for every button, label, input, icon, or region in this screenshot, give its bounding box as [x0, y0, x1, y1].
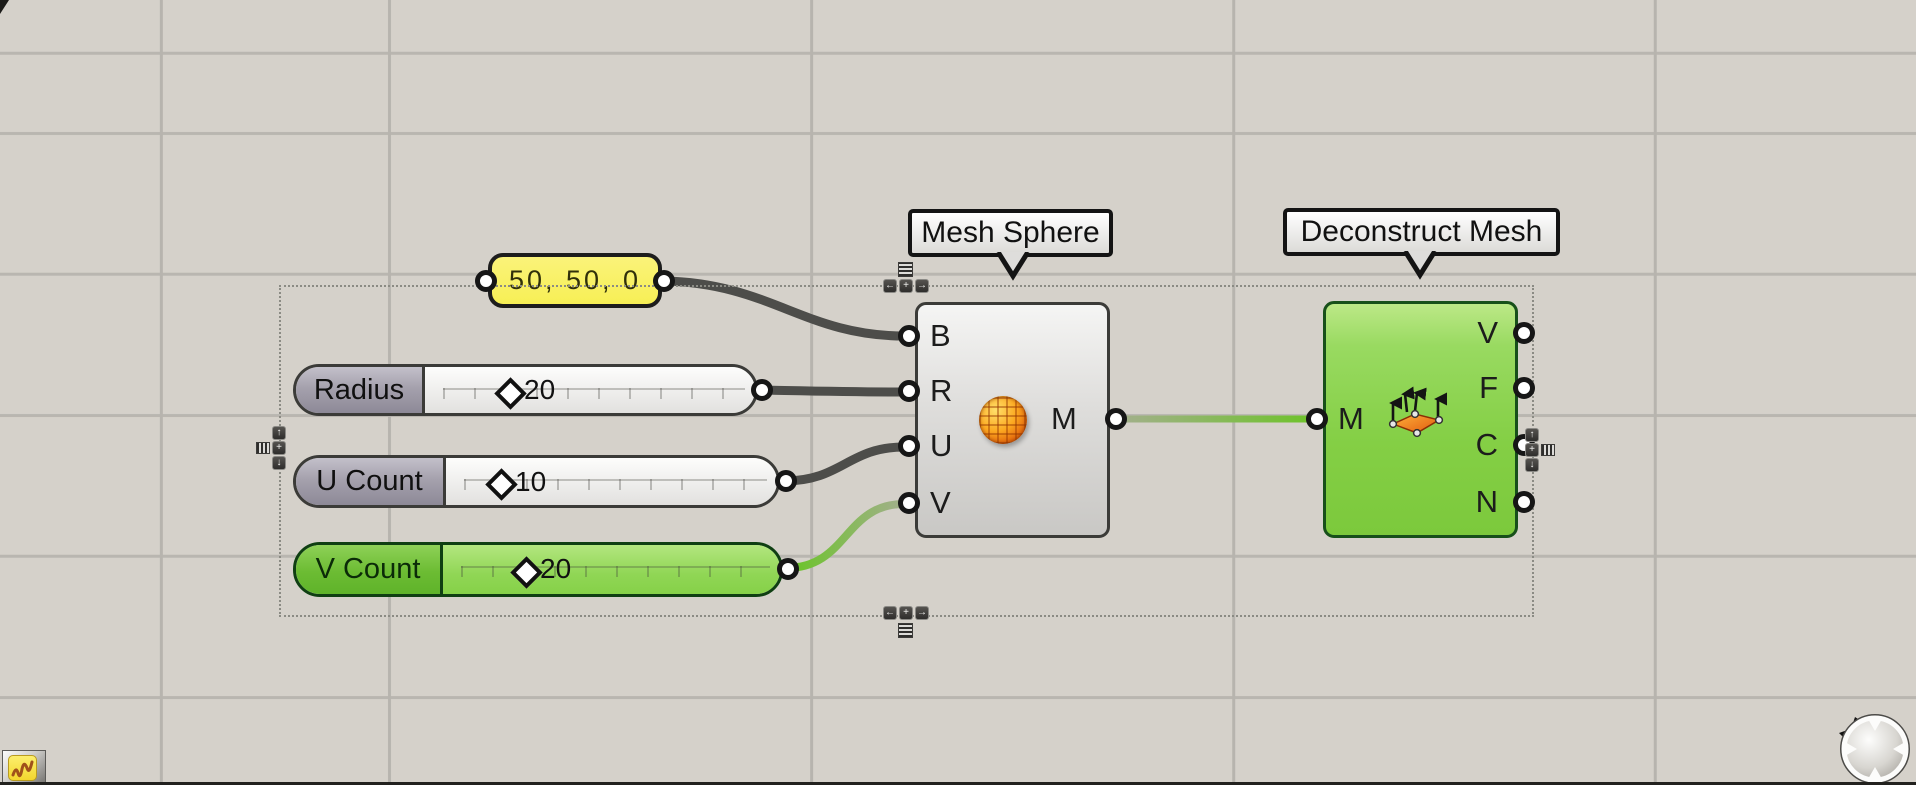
output-label-v: V — [1477, 315, 1498, 350]
radius-slider[interactable]: Radius — [293, 364, 758, 416]
deconstruct-mesh-output-n-port[interactable] — [1513, 491, 1535, 513]
deconstruct-mesh-icon — [1388, 386, 1448, 438]
wire-ucount-to-u — [779, 442, 909, 486]
plus-icon: + — [276, 442, 282, 453]
expand-vertical-button[interactable]: + — [1525, 443, 1539, 457]
mesh-sphere-tooltip-pointer — [995, 252, 1031, 281]
down-arrow-icon: ↓ — [1529, 459, 1535, 470]
nudge-right-button[interactable]: → — [915, 279, 929, 293]
vcount-slider-value: 20 — [540, 553, 572, 584]
mesh-sphere-icon — [979, 396, 1027, 444]
nudge-down-button[interactable]: ↓ — [272, 456, 286, 470]
radius-slider-value: 20 — [524, 374, 556, 405]
plus-icon: + — [903, 280, 909, 291]
deconstruct-mesh-output-v-port[interactable] — [1513, 322, 1535, 344]
ruler-line — [461, 566, 770, 568]
output-label-c: C — [1475, 427, 1498, 462]
sketch-tool-button[interactable] — [2, 750, 46, 785]
down-arrow-icon: ↓ — [276, 457, 282, 468]
up-arrow-icon: ↑ — [276, 427, 282, 438]
deconstruct-mesh-tooltip: Deconstruct Mesh — [1283, 208, 1560, 256]
deconstruct-mesh-output-f-port[interactable] — [1513, 377, 1535, 399]
list-view-icon[interactable] — [1541, 444, 1555, 456]
nudge-up-button[interactable]: ↑ — [1525, 428, 1539, 442]
panel-output-port[interactable] — [653, 270, 675, 292]
input-label-r: R — [930, 373, 953, 408]
point-panel-value: 50, 50, 0 — [508, 265, 642, 295]
compass-icon — [1839, 714, 1910, 784]
deconstruct-mesh-tooltip-pointer — [1402, 251, 1438, 280]
window-bottom-edge — [0, 782, 1916, 785]
panel-input-port[interactable] — [475, 270, 497, 292]
canvas-corner-mark — [0, 0, 9, 14]
right-arrow-icon: → — [917, 280, 927, 291]
mesh-sphere-input-v-port[interactable] — [898, 492, 920, 514]
list-view-icon[interactable] — [898, 262, 913, 277]
right-arrow-icon: → — [917, 607, 927, 618]
ucount-slider-value: 10 — [515, 466, 547, 497]
ruler-ticks — [464, 479, 767, 490]
ucount-slider-output-port[interactable] — [775, 470, 797, 492]
input-label-b: B — [930, 318, 951, 353]
sketch-tool-icon — [8, 755, 37, 781]
mesh-sphere-tooltip-text: Mesh Sphere — [921, 216, 1100, 249]
ucount-slider-label: U Count — [296, 458, 446, 505]
output-label-f: F — [1479, 370, 1498, 405]
radius-slider-label: Radius — [296, 367, 425, 413]
mesh-sphere-input-u-port[interactable] — [898, 435, 920, 457]
up-arrow-icon: ↑ — [1529, 429, 1535, 440]
expand-horizontal-button[interactable]: + — [899, 606, 913, 620]
vcount-slider-output-port[interactable] — [777, 558, 799, 580]
wire-vcount-to-v — [782, 500, 908, 572]
expand-vertical-button[interactable]: + — [272, 441, 286, 455]
nudge-left-button[interactable]: ← — [883, 606, 897, 620]
list-view-icon[interactable] — [898, 623, 913, 638]
point-panel[interactable]: 50, 50, 0 — [488, 253, 662, 308]
expand-horizontal-button[interactable]: + — [899, 279, 913, 293]
list-view-icon[interactable] — [256, 442, 270, 454]
output-label-m: M — [1051, 401, 1077, 436]
vcount-slider[interactable]: V Count — [293, 542, 783, 597]
left-arrow-icon: ← — [885, 280, 895, 291]
vcount-slider-label: V Count — [296, 545, 443, 594]
output-label-n: N — [1475, 484, 1498, 519]
compass-widget[interactable] — [1833, 709, 1913, 785]
left-arrow-icon: ← — [885, 607, 895, 618]
plus-icon: + — [1529, 444, 1535, 455]
plus-icon: + — [903, 607, 909, 618]
deconstruct-mesh-tooltip-text: Deconstruct Mesh — [1300, 215, 1543, 248]
input-label-u: U — [930, 428, 953, 463]
nudge-up-button[interactable]: ↑ — [272, 426, 286, 440]
mesh-sphere-output-m-port[interactable] — [1105, 408, 1127, 430]
input-label-m: M — [1338, 401, 1364, 436]
ruler-ticks — [461, 566, 770, 577]
deconstruct-mesh-input-m-port[interactable] — [1306, 408, 1328, 430]
mesh-sphere-tooltip: Mesh Sphere — [908, 209, 1113, 257]
input-label-v: V — [930, 485, 951, 520]
radius-slider-track[interactable] — [425, 367, 755, 413]
wire-radius-to-r — [755, 385, 909, 397]
wire-panel-to-b — [659, 276, 909, 341]
radius-slider-output-port[interactable] — [751, 379, 773, 401]
nudge-left-button[interactable]: ← — [883, 279, 897, 293]
mesh-sphere-input-b-port[interactable] — [898, 325, 920, 347]
nudge-right-button[interactable]: → — [915, 606, 929, 620]
ruler-ticks — [443, 388, 745, 399]
ruler-line — [464, 479, 767, 481]
vcount-slider-track[interactable] — [443, 545, 780, 594]
mesh-sphere-input-r-port[interactable] — [898, 380, 920, 402]
nudge-down-button[interactable]: ↓ — [1525, 458, 1539, 472]
ruler-line — [443, 388, 745, 390]
